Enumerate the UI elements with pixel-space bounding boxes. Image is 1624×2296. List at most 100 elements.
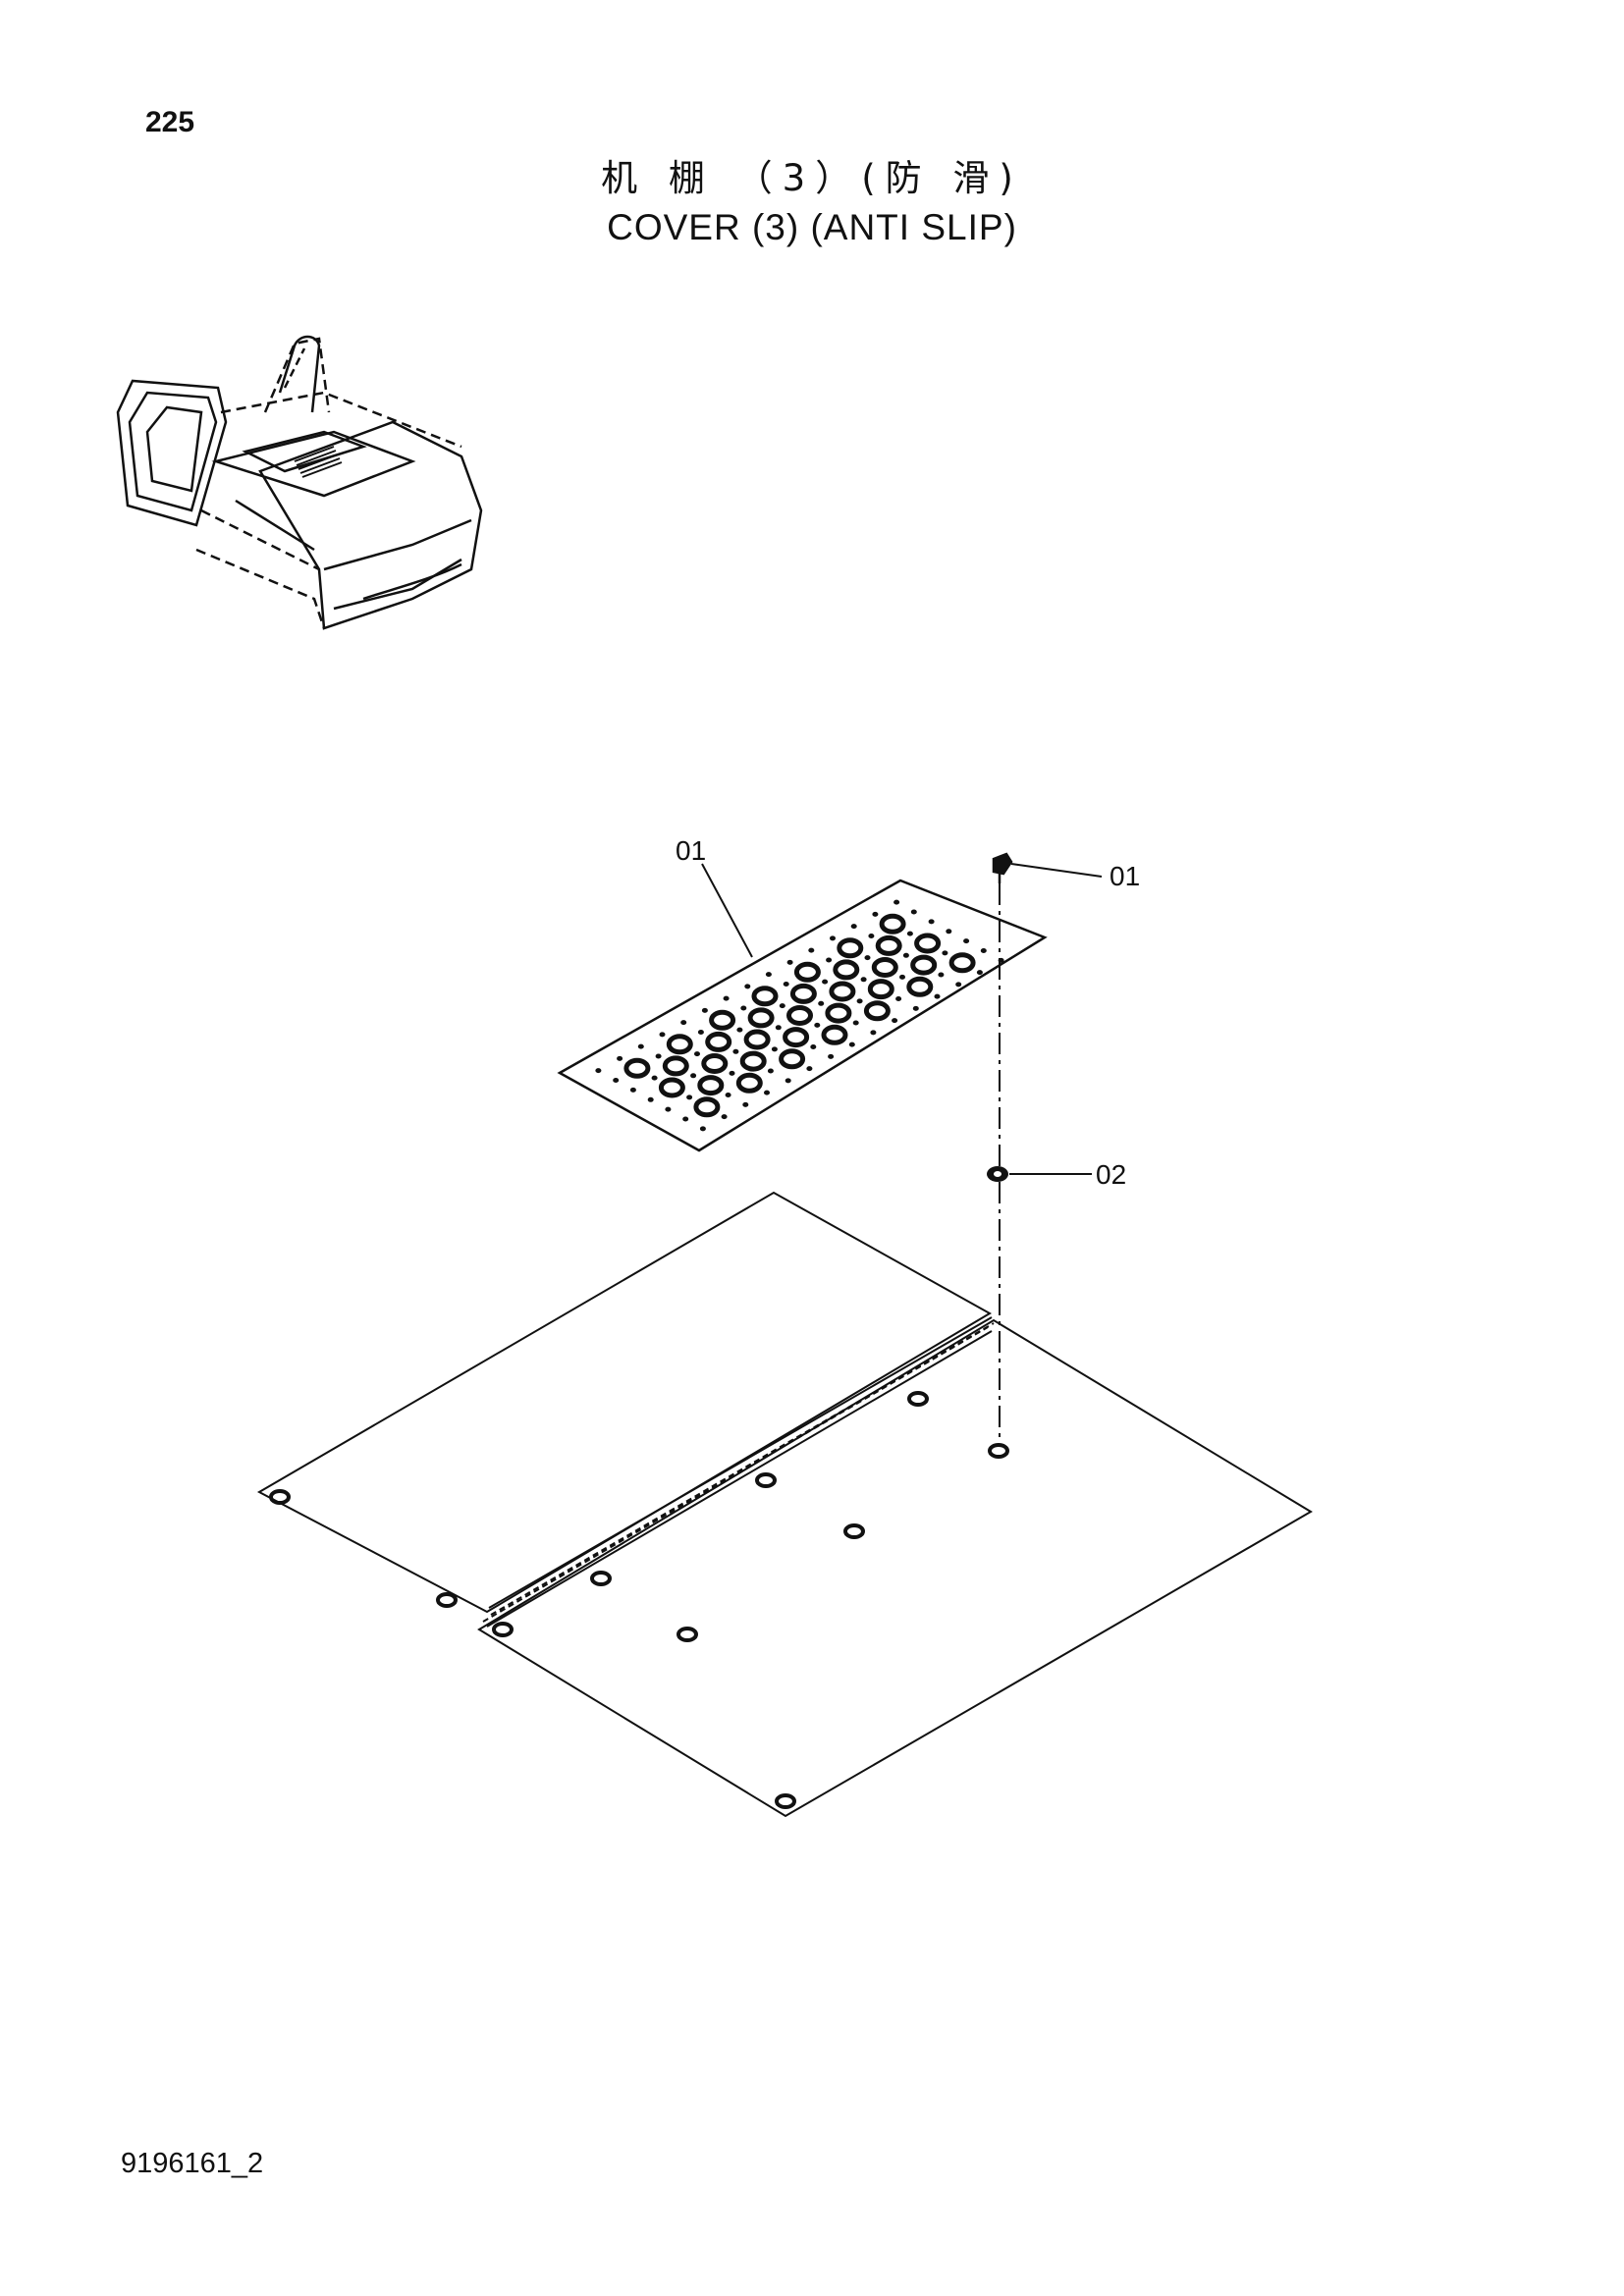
cover-panel-right <box>477 1318 1313 1818</box>
plate-callout-label: 01 <box>676 835 706 866</box>
anti-slip-raised-hole <box>735 1072 763 1094</box>
anti-slip-raised-hole <box>623 1057 651 1079</box>
anti-slip-small-hole <box>868 934 875 938</box>
panel-bolt <box>843 1523 865 1539</box>
anti-slip-raised-hole <box>910 954 938 976</box>
anti-slip-small-hole <box>872 911 879 917</box>
anti-slip-small-hole <box>848 1041 855 1047</box>
anti-slip-small-hole <box>613 1078 620 1083</box>
bolt-part <box>992 852 1013 883</box>
anti-slip-raised-hole <box>789 983 817 1004</box>
anti-slip-small-hole <box>856 998 863 1004</box>
panel-bolt <box>907 1391 929 1407</box>
bolt-callout-label: 01 <box>1110 861 1140 891</box>
anti-slip-raised-hole <box>739 1050 767 1072</box>
anti-slip-raised-hole <box>875 934 902 956</box>
anti-slip-small-hole <box>659 1032 666 1038</box>
panel-bolt <box>590 1571 612 1586</box>
anti-slip-small-hole <box>682 1116 689 1122</box>
anti-slip-small-hole <box>899 974 905 980</box>
anti-slip-small-hole <box>806 1066 813 1072</box>
anti-slip-small-hole <box>637 1043 644 1049</box>
anti-slip-small-hole <box>910 909 917 915</box>
anti-slip-raised-hole <box>662 1055 689 1077</box>
anti-slip-small-hole <box>744 984 751 989</box>
anti-slip-small-hole <box>690 1073 697 1079</box>
anti-slip-raised-hole <box>837 937 864 959</box>
anti-slip-small-hole <box>810 1044 817 1049</box>
anti-slip-raised-hole <box>871 957 898 978</box>
anti-slip-small-hole <box>694 1051 700 1057</box>
anti-slip-raised-hole <box>948 952 976 974</box>
anti-slip-raised-hole <box>906 976 934 997</box>
panel-bolt <box>775 1793 796 1809</box>
anti-slip-small-hole <box>818 1000 825 1006</box>
anti-slip-raised-hole <box>829 981 856 1002</box>
anti-slip-small-hole <box>764 1090 770 1095</box>
anti-slip-raised-hole <box>833 959 860 981</box>
panel-bolt <box>988 1443 1009 1459</box>
panel-bolt <box>269 1489 291 1505</box>
anti-slip-raised-hole <box>863 1000 891 1022</box>
anti-slip-small-hole <box>736 1027 743 1033</box>
page-title-english: COVER (3) (ANTI SLIP) <box>607 207 1017 247</box>
anti-slip-small-hole <box>870 1030 877 1036</box>
anti-slip-small-hole <box>808 947 815 953</box>
anti-slip-small-hole <box>771 1046 778 1052</box>
anti-slip-small-hole <box>830 935 836 941</box>
anti-slip-small-hole <box>595 1068 602 1074</box>
anti-slip-small-hole <box>963 938 970 944</box>
anti-slip-small-hole <box>783 982 789 987</box>
anti-slip-raised-hole <box>697 1075 725 1096</box>
anti-slip-raised-hole <box>751 986 779 1007</box>
anti-slip-raised-hole <box>783 1027 810 1048</box>
panel-bolt <box>677 1627 698 1642</box>
anti-slip-small-hole <box>655 1053 662 1059</box>
page-number: 225 <box>145 106 195 138</box>
anti-slip-small-hole <box>765 972 772 978</box>
anti-slip-small-hole <box>893 899 900 905</box>
anti-slip-small-hole <box>934 993 941 999</box>
anti-slip-raised-hole <box>786 1005 813 1026</box>
anti-slip-raised-hole <box>879 913 906 934</box>
anti-slip-small-hole <box>946 929 952 934</box>
anti-slip-raised-hole <box>705 1031 732 1052</box>
anti-slip-small-hole <box>742 1101 749 1107</box>
anti-slip-small-hole <box>785 1078 791 1084</box>
anti-slip-small-hole <box>864 955 871 961</box>
title-block: 机 棚 （3）(防 滑) COVER (3) (ANTI SLIP) <box>0 155 1624 253</box>
anti-slip-small-hole <box>721 1114 728 1120</box>
anti-slip-raised-hole <box>666 1034 693 1055</box>
bolt-leader-line <box>1010 863 1103 878</box>
cover-panels <box>256 1191 1313 1818</box>
anti-slip-small-hole <box>686 1095 693 1100</box>
anti-slip-small-hole <box>767 1068 774 1074</box>
anti-slip-small-hole <box>697 1030 704 1035</box>
anti-slip-small-hole <box>892 1018 898 1024</box>
plate-leader-line <box>701 863 753 958</box>
anti-slip-small-hole <box>701 1007 708 1013</box>
anti-slip-small-hole <box>902 952 909 958</box>
anti-slip-small-hole <box>852 1020 859 1026</box>
anti-slip-small-hole <box>723 995 730 1001</box>
anti-slip-small-hole <box>822 979 829 985</box>
anti-slip-small-hole <box>617 1055 623 1061</box>
anti-slip-raised-hole <box>914 933 942 954</box>
anti-slip-small-hole <box>895 996 902 1001</box>
panel-bolt <box>436 1592 458 1608</box>
anti-slip-small-hole <box>906 931 913 936</box>
anti-slip-raised-hole <box>821 1024 848 1045</box>
anti-slip-small-hole <box>850 924 857 930</box>
anti-slip-small-hole <box>826 957 833 963</box>
anti-slip-raised-hole <box>793 961 821 983</box>
anti-slip-small-hole <box>665 1106 672 1112</box>
anti-slip-raised-hole <box>658 1077 685 1098</box>
anti-slip-small-hole <box>828 1053 835 1059</box>
panel-mounting-bolts <box>269 1391 1009 1809</box>
anti-slip-hole-pattern <box>595 899 1004 1132</box>
anti-slip-raised-hole <box>693 1096 721 1118</box>
anti-slip-raised-hole <box>867 979 894 1000</box>
anti-slip-small-hole <box>775 1025 782 1031</box>
washer-callout-label: 02 <box>1096 1159 1126 1190</box>
anti-slip-small-hole <box>938 972 945 978</box>
